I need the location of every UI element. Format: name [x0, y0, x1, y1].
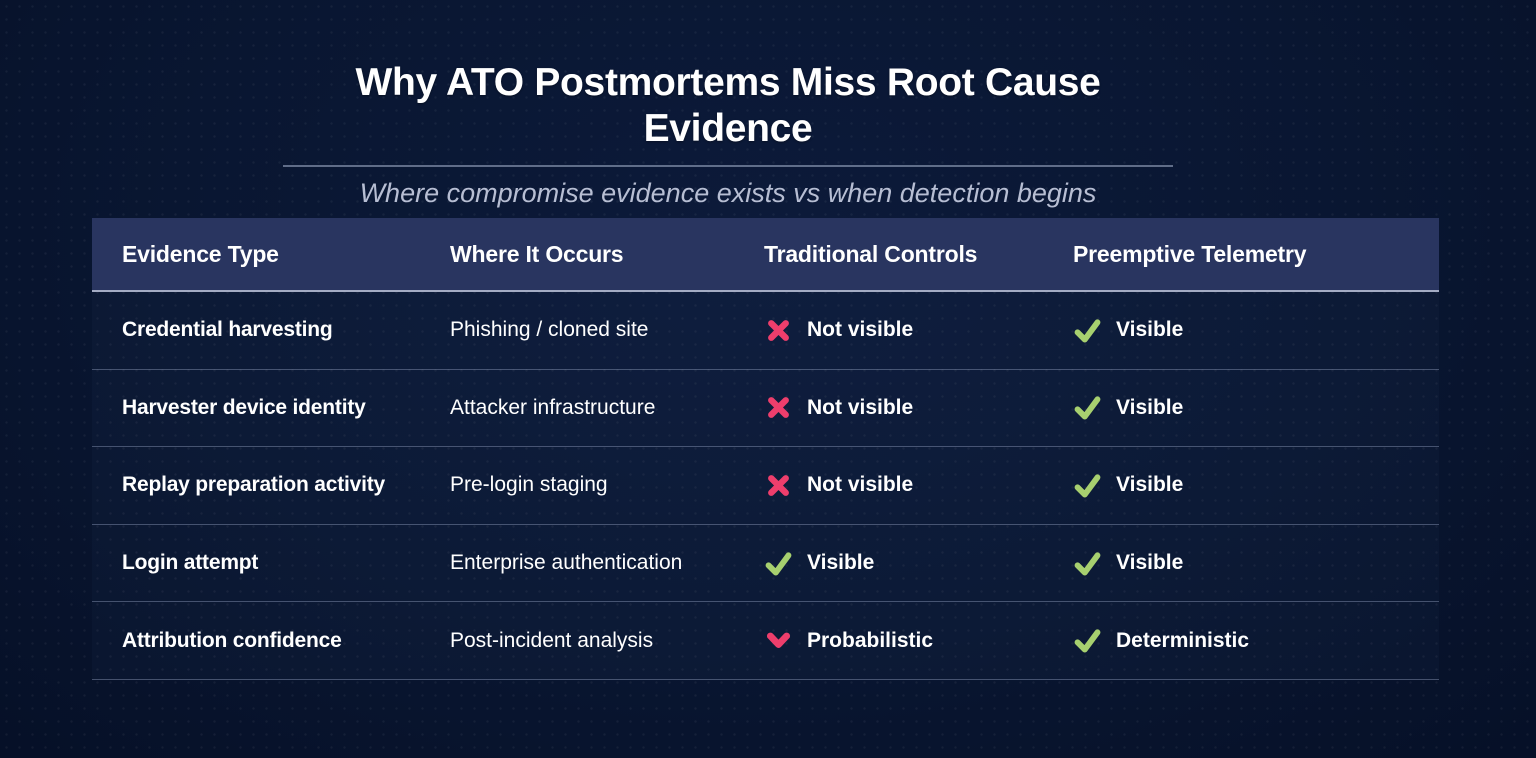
table-header-row: Evidence Type Where It Occurs Traditiona… — [92, 218, 1439, 292]
traditional-controls-cell: Probabilistic — [764, 626, 1073, 655]
traditional-controls-status: Not visible — [807, 473, 914, 497]
column-header-traditional-controls: Traditional Controls — [764, 240, 978, 267]
traditional-controls-status: Not visible — [807, 318, 914, 342]
evidence-type-cell: Credential harvesting — [122, 318, 333, 342]
preemptive-telemetry-status: Visible — [1116, 318, 1184, 342]
preemptive-telemetry-cell: Visible — [1073, 393, 1439, 422]
title-block: Why ATO Postmortems Miss Root Cause Evid… — [283, 60, 1173, 209]
evidence-type-cell: Attribution confidence — [122, 628, 342, 652]
table-row: Replay preparation activity Pre-login st… — [92, 447, 1439, 525]
traditional-controls-status: Probabilistic — [807, 628, 934, 652]
evidence-type-cell: Harvester device identity — [122, 395, 366, 419]
preemptive-telemetry-cell: Deterministic — [1073, 626, 1439, 655]
traditional-controls-cell: Not visible — [764, 471, 1073, 500]
preemptive-telemetry-status: Deterministic — [1116, 628, 1250, 652]
where-it-occurs-cell: Enterprise authentication — [450, 551, 683, 575]
where-it-occurs-cell: Attacker infrastructure — [450, 395, 656, 419]
chevron-down-icon — [764, 626, 793, 655]
preemptive-telemetry-status: Visible — [1116, 551, 1184, 575]
where-it-occurs-cell: Post-incident analysis — [450, 628, 654, 652]
x-icon — [764, 471, 793, 500]
where-it-occurs-cell: Pre-login staging — [450, 473, 608, 497]
check-icon — [1073, 549, 1102, 578]
traditional-controls-cell: Not visible — [764, 393, 1073, 422]
where-it-occurs-cell: Phishing / cloned site — [450, 318, 649, 342]
preemptive-telemetry-status: Visible — [1116, 395, 1184, 419]
table-body: Credential harvesting Phishing / cloned … — [92, 292, 1439, 680]
table-row: Credential harvesting Phishing / cloned … — [92, 292, 1439, 370]
check-icon — [1073, 393, 1102, 422]
traditional-controls-status: Visible — [807, 551, 875, 575]
x-icon — [764, 316, 793, 345]
traditional-controls-cell: Visible — [764, 549, 1073, 578]
column-header-preemptive-telemetry: Preemptive Telemetry — [1073, 240, 1307, 267]
preemptive-telemetry-status: Visible — [1116, 473, 1184, 497]
title-divider — [283, 165, 1173, 167]
evidence-type-cell: Replay preparation activity — [122, 473, 386, 497]
page-subtitle: Where compromise evidence exists vs when… — [359, 178, 1097, 208]
evidence-type-cell: Login attempt — [122, 551, 259, 575]
preemptive-telemetry-cell: Visible — [1073, 471, 1439, 500]
traditional-controls-status: Not visible — [807, 395, 914, 419]
column-header-evidence-type: Evidence Type — [122, 240, 279, 267]
traditional-controls-cell: Not visible — [764, 316, 1073, 345]
check-icon — [1073, 471, 1102, 500]
check-icon — [1073, 316, 1102, 345]
preemptive-telemetry-cell: Visible — [1073, 316, 1439, 345]
column-header-where-it-occurs: Where It Occurs — [450, 240, 624, 267]
check-icon — [764, 549, 793, 578]
evidence-comparison-table: Evidence Type Where It Occurs Traditiona… — [92, 218, 1439, 680]
table-row: Harvester device identity Attacker infra… — [92, 370, 1439, 448]
page-title: Why ATO Postmortems Miss Root Cause Evid… — [355, 61, 1101, 150]
x-icon — [764, 393, 793, 422]
check-icon — [1073, 626, 1102, 655]
table-row: Attribution confidence Post-incident ana… — [92, 602, 1439, 680]
preemptive-telemetry-cell: Visible — [1073, 549, 1439, 578]
table-row: Login attempt Enterprise authentication … — [92, 525, 1439, 603]
